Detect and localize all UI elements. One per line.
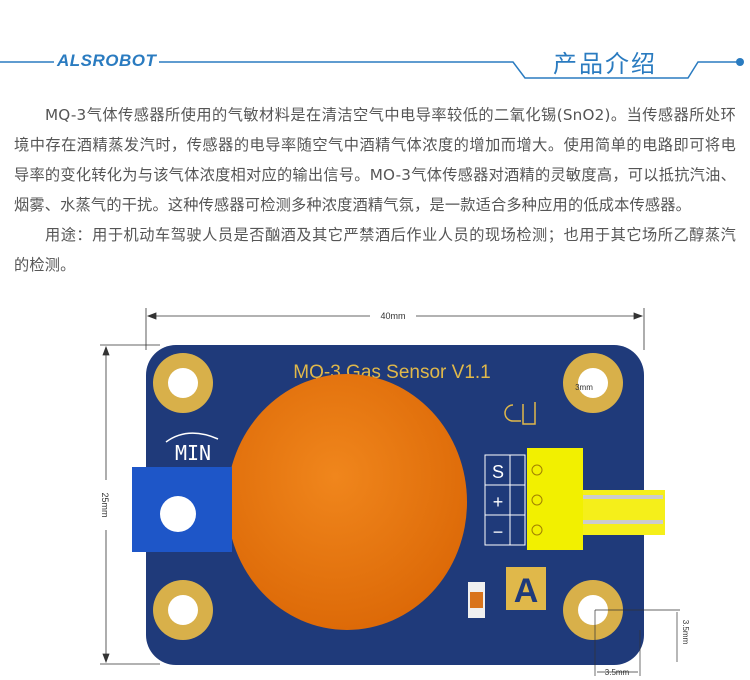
section-header: ALSROBOT 产品介绍	[0, 0, 750, 100]
width-label: 40mm	[380, 311, 405, 321]
analog-badge-label: A	[514, 572, 539, 610]
potentiometer-knob	[160, 496, 196, 532]
mounting-hole	[563, 353, 623, 413]
offset-y-label: 3.5mm	[681, 620, 690, 645]
connector-header	[527, 448, 665, 550]
sensor-icon	[504, 402, 536, 425]
sensor-board-diagram: 40mm 25mm 3mm MQ-3 Gas Sensor V1.1 MIN S…	[100, 308, 690, 677]
height-dimension: 25mm	[100, 344, 160, 665]
gas-sensor-cap	[227, 374, 467, 630]
width-dimension: 40mm	[145, 308, 645, 350]
rotate-arrow-icon	[165, 432, 219, 443]
header-line	[0, 58, 744, 79]
mounting-hole	[153, 580, 213, 640]
alsrobot-logo: ALSROBOT	[54, 51, 160, 71]
pin-label-signal: S	[492, 462, 504, 482]
description-paragraph: MQ-3气体传感器所使用的气敏材料是在清洁空气中电导率较低的二氧化锡(SnO2)…	[14, 106, 736, 214]
pin-label-gnd: −	[493, 522, 504, 542]
offset-x-label: 3.5mm	[605, 668, 630, 677]
section-title: 产品介绍	[553, 50, 657, 78]
header-dot	[736, 58, 744, 66]
offset-dimensions	[594, 609, 680, 676]
pot-label: MIN	[175, 441, 211, 465]
hole-dim-label: 3mm	[575, 383, 593, 392]
mounting-holes	[153, 353, 623, 640]
mounting-hole	[563, 580, 623, 640]
usage-paragraph: 用途：用于机动车驾驶人员是否酗酒及其它严禁酒后作业人员的现场检测；也用于其它场所…	[14, 226, 736, 274]
analog-badge	[506, 567, 546, 610]
pin-labels	[484, 454, 526, 546]
mounting-hole	[153, 353, 213, 413]
pin-label-vcc: +	[493, 492, 504, 512]
product-description: MQ-3气体传感器所使用的气敏材料是在清洁空气中电导率较低的二氧化锡(SnO2)…	[14, 100, 736, 280]
height-label: 25mm	[100, 492, 110, 517]
